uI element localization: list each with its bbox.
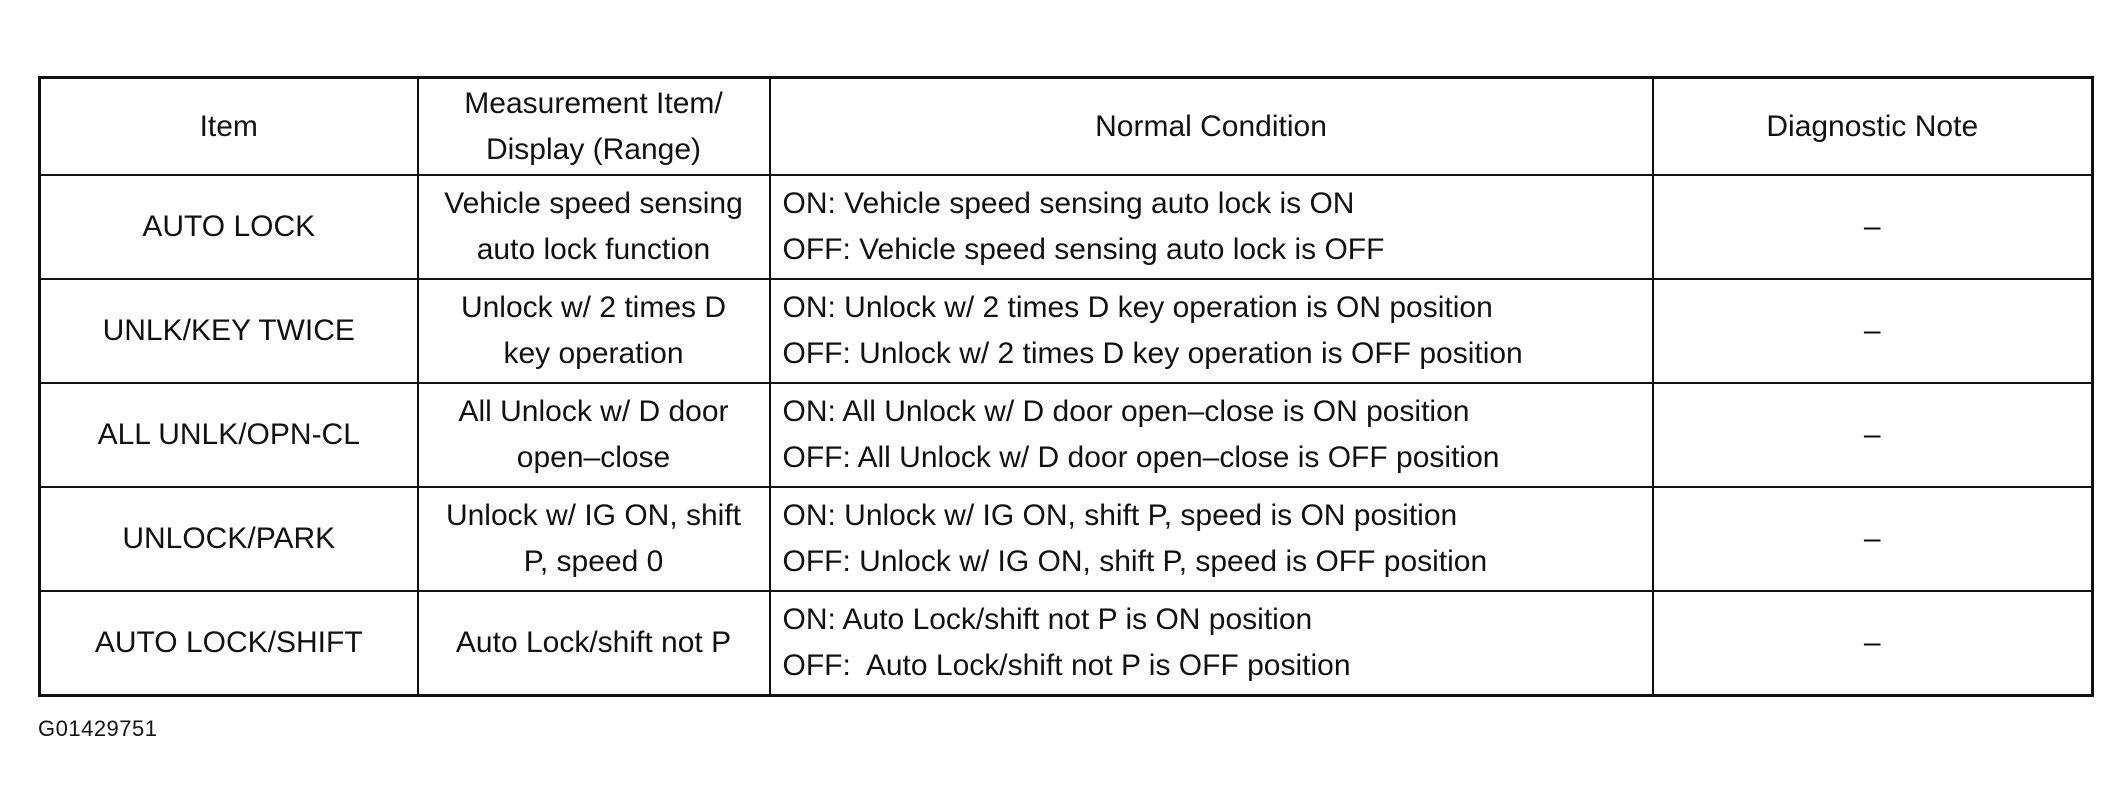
cell-normal-condition: ON: Auto Lock/shift not P is ON position… <box>768 590 1654 697</box>
measurement-line: auto lock function <box>476 233 711 266</box>
cell-item: UNLOCK/PARK <box>38 486 419 592</box>
header-diagnostic-note: Diagnostic Note <box>1651 76 2094 176</box>
measurement-line: key operation <box>503 337 684 370</box>
table-row: AUTO LOCK Vehicle speed sensing auto loc… <box>38 174 2094 280</box>
measurement-line: open–close <box>516 441 671 474</box>
cell-measurement: Vehicle speed sensing auto lock function <box>416 174 771 280</box>
normal-on-line: ON: All Unlock w/ D door open–close is O… <box>782 395 1470 428</box>
cell-measurement: All Unlock w/ D door open–close <box>416 382 771 488</box>
cell-diagnostic-note: – <box>1651 382 2094 488</box>
normal-on-line: ON: Auto Lock/shift not P is ON position <box>782 603 1313 636</box>
normal-off-line: OFF: Unlock w/ 2 times D key operation i… <box>782 337 1523 370</box>
normal-on-line: ON: Unlock w/ IG ON, shift P, speed is O… <box>782 499 1458 532</box>
measurement-line: All Unlock w/ D door <box>458 395 729 428</box>
header-item: Item <box>38 76 419 176</box>
header-measurement-line1: Measurement Item/ <box>464 86 723 120</box>
figure-id: G01429751 <box>38 716 158 741</box>
cell-diagnostic-note: – <box>1651 174 2094 280</box>
normal-on-line: ON: Unlock w/ 2 times D key operation is… <box>782 291 1493 324</box>
header-measurement: Measurement Item/ Display (Range) <box>416 76 771 176</box>
header-normal-condition: Normal Condition <box>768 76 1654 176</box>
cell-measurement: Auto Lock/shift not P <box>416 590 771 697</box>
cell-normal-condition: ON: Unlock w/ 2 times D key operation is… <box>768 278 1654 384</box>
measurement-line: Unlock w/ IG ON, shift <box>445 499 742 532</box>
normal-on-line: ON: Vehicle speed sensing auto lock is O… <box>782 187 1355 220</box>
normal-off-line: OFF: Auto Lock/shift not P is OFF positi… <box>782 649 1351 682</box>
normal-off-line: OFF: All Unlock w/ D door open–close is … <box>782 441 1500 474</box>
cell-item: UNLK/KEY TWICE <box>38 278 419 384</box>
measurement-line: Auto Lock/shift not P <box>455 626 732 659</box>
cell-item: ALL UNLK/OPN-CL <box>38 382 419 488</box>
table-row: AUTO LOCK/SHIFT Auto Lock/shift not P ON… <box>38 590 2094 697</box>
cell-diagnostic-note: – <box>1651 278 2094 384</box>
cell-normal-condition: ON: All Unlock w/ D door open–close is O… <box>768 382 1654 488</box>
cell-diagnostic-note: – <box>1651 590 2094 697</box>
table-row: UNLOCK/PARK Unlock w/ IG ON, shift P, sp… <box>38 486 2094 592</box>
cell-normal-condition: ON: Unlock w/ IG ON, shift P, speed is O… <box>768 486 1654 592</box>
measurement-line: P, speed 0 <box>523 545 664 578</box>
normal-off-line: OFF: Unlock w/ IG ON, shift P, speed is … <box>782 545 1488 578</box>
diagnostic-data-table: Item Measurement Item/ Display (Range) N… <box>38 76 2094 697</box>
cell-item: AUTO LOCK <box>38 174 419 280</box>
measurement-line: Vehicle speed sensing <box>444 187 743 220</box>
measurement-line: Unlock w/ 2 times D <box>460 291 727 324</box>
normal-off-line: OFF: Vehicle speed sensing auto lock is … <box>782 233 1385 266</box>
table-row: UNLK/KEY TWICE Unlock w/ 2 times D key o… <box>38 278 2094 384</box>
cell-diagnostic-note: – <box>1651 486 2094 592</box>
cell-normal-condition: ON: Vehicle speed sensing auto lock is O… <box>768 174 1654 280</box>
cell-measurement: Unlock w/ IG ON, shift P, speed 0 <box>416 486 771 592</box>
header-measurement-line2: Display (Range) <box>485 132 702 166</box>
cell-item: AUTO LOCK/SHIFT <box>38 590 419 697</box>
cell-measurement: Unlock w/ 2 times D key operation <box>416 278 771 384</box>
table-header-row: Item Measurement Item/ Display (Range) N… <box>38 76 2094 176</box>
table-row: ALL UNLK/OPN-CL All Unlock w/ D door ope… <box>38 382 2094 488</box>
